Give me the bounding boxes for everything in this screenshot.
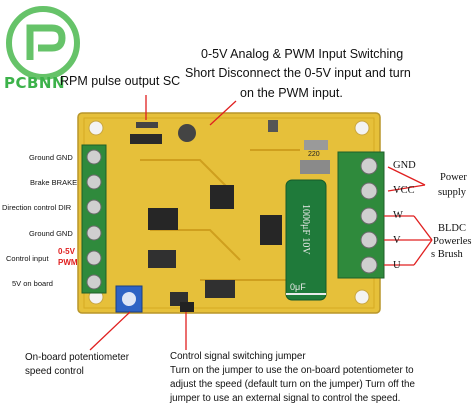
ic-chip [148, 250, 176, 268]
rpm-output-label: RPM pulse output SC [60, 74, 181, 88]
jumper-line-3: jumper to use an external signal to cont… [170, 393, 401, 404]
left-terminal-block [81, 144, 107, 294]
jumper [180, 302, 194, 312]
logo: PCBNN [0, 0, 110, 100]
terminal-label-v: V [393, 235, 401, 246]
capacitor-label-2: 0μF [290, 282, 306, 292]
capacitor-label: 1000μF 10V [300, 204, 311, 255]
bldc-label-3: s Brush [431, 249, 463, 260]
power-supply-label-1: Power [440, 172, 467, 183]
left-label-dir: Direction control DIR [2, 203, 72, 212]
logo-mark-icon [6, 6, 80, 80]
ic-chip [210, 185, 234, 209]
left-label-brake: Brake BRAKE [30, 178, 78, 187]
pot-label-1: On-board potentiometer [25, 352, 130, 363]
left-label-5v: 5V on board [12, 279, 53, 288]
capacitor [285, 179, 327, 301]
pot-marking: 220 [308, 151, 320, 158]
power-supply-label-2: supply [438, 187, 467, 198]
terminal-label-u: U [393, 260, 401, 271]
left-label-gnd-2: Ground GND [29, 229, 73, 238]
switch-title-line-2: Short Disconnect the 0-5V input and turn [185, 66, 411, 80]
switch-title-line-1: 0-5V Analog & PWM Input Switching [201, 47, 404, 61]
ic-chip [260, 215, 282, 245]
ic-chip [205, 280, 235, 298]
bldc-label-1: BLDC [438, 223, 467, 234]
ic-chip [148, 208, 178, 230]
pot-label-2: speed control [25, 366, 84, 377]
left-label-gnd: Ground GND [29, 153, 73, 162]
switch-title-line-3: on the PWM input. [240, 86, 343, 100]
jumper-line-2: adjust the speed (default turn on the ju… [170, 379, 415, 390]
jumper-line-1: Turn on the jumper to use the on-board p… [170, 365, 414, 376]
control-input-tag-pwm: PWM [58, 258, 78, 267]
control-input-tag-v: 0-5V [58, 247, 75, 256]
logo-text: PCBNN [4, 74, 66, 92]
terminal-label-w: W [393, 210, 403, 221]
bldc-label-2: Powerles [433, 236, 472, 247]
left-label-control-input: Control input [6, 254, 49, 263]
jumper-title: Control signal switching jumper [170, 351, 306, 362]
terminal-label-gnd: GND [393, 160, 416, 171]
terminal-label-vcc: VCC [393, 185, 415, 196]
